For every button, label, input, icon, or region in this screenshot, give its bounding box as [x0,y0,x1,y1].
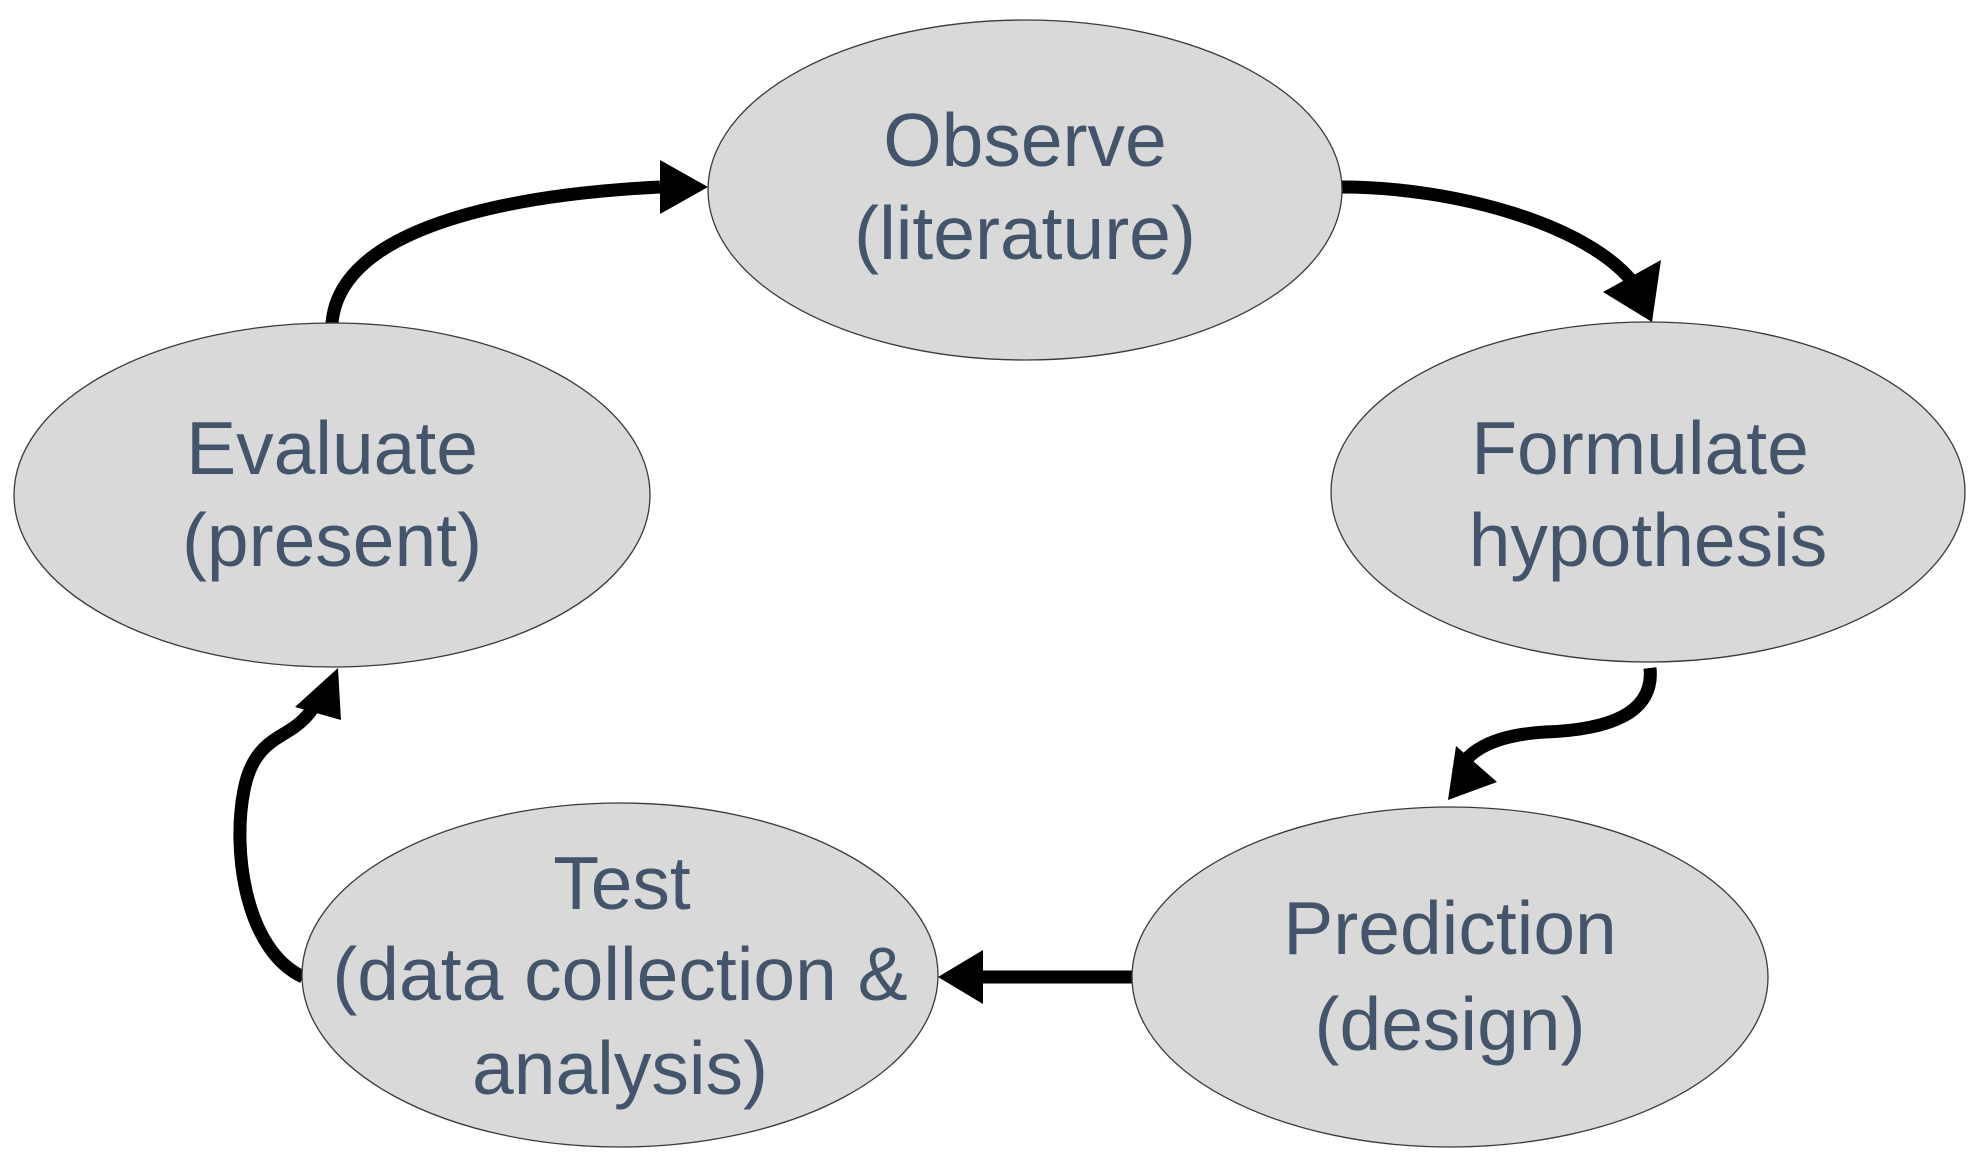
node-observe: Observe (literature) [707,19,1343,361]
arrows [233,160,1661,1004]
arrow-formulate-to-prediction [1448,667,1657,800]
node-evaluate-shape [13,322,651,668]
node-observe-shape [707,19,1343,361]
node-prediction-shape [1131,806,1769,1148]
node-evaluate-label-2: (present) [182,498,482,582]
node-formulate-shape [1330,321,1966,663]
node-observe-label-1: Observe [883,98,1166,182]
node-formulate-label-1: Formulate [1471,406,1809,490]
node-prediction-label-2: (design) [1315,982,1586,1066]
node-prediction-label-1: Prediction [1283,886,1617,970]
node-formulate-hypothesis: Formulate hypothesis [1330,321,1966,663]
node-test-shape [301,802,939,1148]
arrow-prediction-to-test [938,950,1132,1004]
node-test-label-2: (data collection & [332,932,907,1016]
arrow-test-to-evaluate [233,668,341,983]
node-evaluate: Evaluate (present) [13,322,651,668]
node-evaluate-label-1: Evaluate [186,406,478,490]
node-prediction: Prediction (design) [1131,806,1769,1148]
node-test-label-3: analysis) [472,1026,768,1110]
arrow-evaluate-to-observe [325,160,708,324]
node-formulate-label-2: hypothesis [1469,498,1828,582]
node-test-label-1: Test [553,841,691,925]
arrow-observe-to-formulate [1341,180,1661,322]
node-observe-label-2: (literature) [854,191,1196,275]
node-test: Test (data collection & analysis) [301,802,939,1148]
